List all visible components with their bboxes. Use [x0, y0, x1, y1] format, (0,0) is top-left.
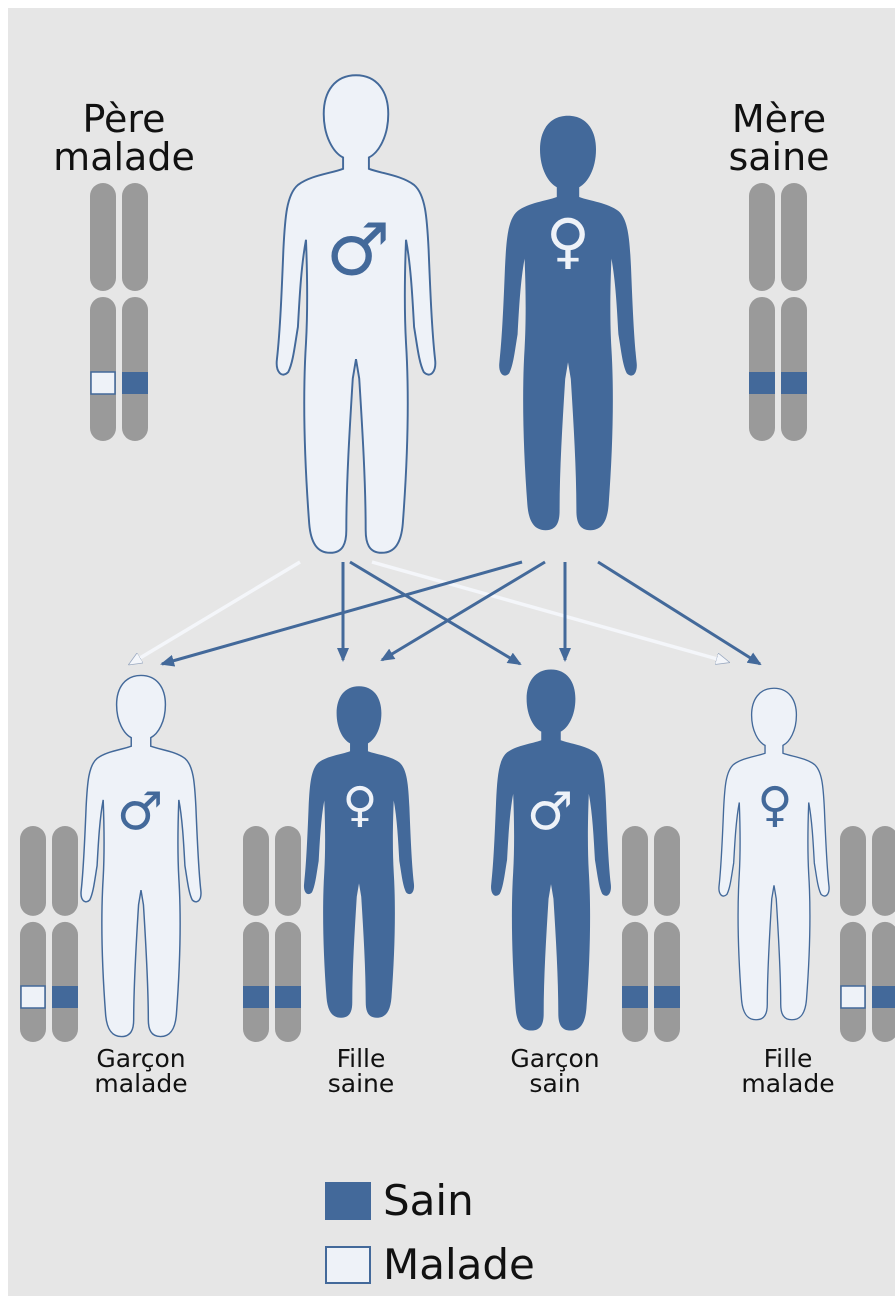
inheritance-arrows — [130, 562, 760, 664]
father-figure: ♂ — [277, 75, 436, 553]
chromosome — [654, 826, 680, 1042]
chromosome — [840, 826, 866, 1042]
child-4-chromosomes — [840, 826, 895, 1042]
allele-band-healthy — [872, 986, 895, 1008]
child-figure-3: ♂ — [491, 669, 611, 1030]
father-label: Père malade — [34, 100, 214, 176]
child-label-3-line2: sain — [480, 1071, 630, 1096]
child-3-chromosomes — [622, 826, 680, 1042]
child-label-2-line2: saine — [286, 1071, 436, 1096]
father-figure-silhouette — [277, 75, 436, 553]
child-figure-1: ♂ — [81, 675, 201, 1036]
mother-figure: ♀ — [499, 116, 637, 530]
child-label-2-line1: Fille — [286, 1046, 436, 1071]
child-label-4: Fille malade — [713, 1046, 863, 1096]
child-figure-3-silhouette — [491, 669, 611, 1030]
mother-label-line1: Mère — [689, 100, 869, 138]
child-label-3-line1: Garçon — [480, 1046, 630, 1071]
child-1-chromosomes — [20, 826, 78, 1042]
legend-sick-label: Malade — [383, 1240, 535, 1289]
allele-band-healthy — [122, 372, 148, 394]
allele-band-sick — [91, 372, 115, 394]
allele-band-healthy — [243, 986, 269, 1008]
allele-band-healthy — [52, 986, 78, 1008]
chromosome — [749, 183, 775, 441]
father-label-line2: malade — [34, 138, 214, 176]
mother-figure-silhouette — [499, 116, 637, 530]
female-symbol-icon: ♀ — [757, 777, 792, 833]
father-chromosomes — [90, 183, 148, 441]
arrow-mother-to-child-2 — [382, 562, 545, 660]
child-figure-1-silhouette — [81, 675, 201, 1036]
allele-band-healthy — [654, 986, 680, 1008]
allele-band-sick — [21, 986, 45, 1008]
chromosome — [275, 826, 301, 1042]
male-symbol-icon: ♂ — [527, 782, 574, 842]
people-group: ♂ ♀ ♂ ♀ ♂ ♀ — [81, 75, 829, 1036]
male-symbol-icon: ♂ — [117, 782, 164, 842]
female-symbol-icon: ♀ — [546, 207, 590, 277]
father-label-line1: Père — [34, 100, 214, 138]
arrow-father-to-child-3 — [350, 562, 520, 664]
chromosome — [872, 826, 895, 1042]
allele-band-sick — [841, 986, 865, 1008]
child-label-1-line2: malade — [66, 1071, 216, 1096]
child-label-4-line1: Fille — [713, 1046, 863, 1071]
child-figure-2: ♀ — [304, 686, 414, 1018]
child-2-chromosomes — [243, 826, 301, 1042]
legend-sick-swatch — [325, 1246, 371, 1284]
chromosome — [90, 183, 116, 441]
legend-healthy-label: Sain — [383, 1176, 474, 1225]
mother-label: Mère saine — [689, 100, 869, 176]
mother-label-line2: saine — [689, 138, 869, 176]
legend-healthy-swatch — [325, 1182, 371, 1220]
child-label-1: Garçon malade — [66, 1046, 216, 1096]
chromosome — [781, 183, 807, 441]
male-symbol-icon: ♂ — [326, 208, 391, 292]
chromosome — [622, 826, 648, 1042]
child-label-1-line1: Garçon — [66, 1046, 216, 1071]
chromosome — [52, 826, 78, 1042]
allele-band-healthy — [781, 372, 807, 394]
child-figure-2-silhouette — [304, 686, 414, 1018]
allele-band-healthy — [749, 372, 775, 394]
legend-healthy: Sain — [325, 1176, 474, 1225]
allele-band-healthy — [622, 986, 648, 1008]
child-label-2: Fille saine — [286, 1046, 436, 1096]
child-label-4-line2: malade — [713, 1071, 863, 1096]
chromosome — [20, 826, 46, 1042]
mother-chromosomes — [749, 183, 807, 441]
female-symbol-icon: ♀ — [342, 777, 377, 833]
chromosome — [122, 183, 148, 441]
child-figure-4: ♀ — [719, 688, 829, 1020]
child-label-3: Garçon sain — [480, 1046, 630, 1096]
legend-sick: Malade — [325, 1240, 535, 1289]
chromosome — [243, 826, 269, 1042]
allele-band-healthy — [275, 986, 301, 1008]
child-figure-4-silhouette — [719, 688, 829, 1020]
